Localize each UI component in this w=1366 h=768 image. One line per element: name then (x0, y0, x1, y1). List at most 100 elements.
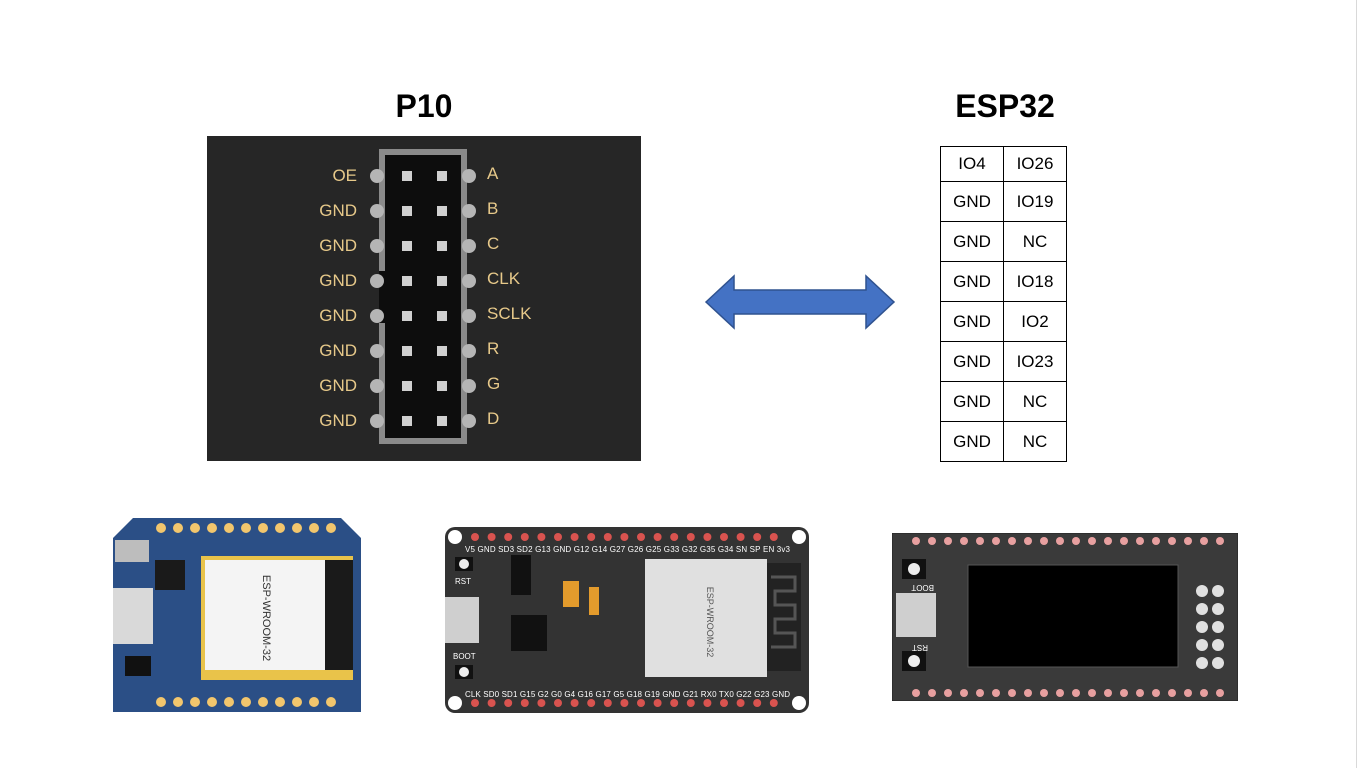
boot-button-cap (459, 667, 469, 677)
mini-header-pin (309, 523, 319, 533)
p10-connector-drawing (370, 149, 476, 444)
display-header-pin (944, 689, 952, 697)
display-header-pin (1040, 537, 1048, 545)
mounting-hole-icon (448, 530, 462, 544)
devkit-header-pin (637, 699, 645, 707)
page-edge-line (1356, 0, 1357, 768)
display-header-pin (1088, 537, 1096, 545)
display-header-pin (992, 537, 1000, 545)
mini-header-pin (275, 697, 285, 707)
mini-header-pin (292, 523, 302, 533)
pin-square (437, 241, 447, 251)
display-side-pin (1212, 585, 1224, 597)
pin-square (402, 241, 412, 251)
display-header-pin (1216, 537, 1224, 545)
pin-square (437, 171, 447, 181)
devkit-header-pin (686, 533, 695, 541)
devkit-header-pin (537, 533, 546, 541)
devkit-capacitor-icon (589, 587, 599, 615)
pin-square (437, 381, 447, 391)
devkit-usb-port-icon (439, 597, 479, 643)
pin-lead (462, 274, 476, 288)
p10-side-cell: IO4 (940, 146, 1004, 182)
p10-side-cell: GND (940, 301, 1004, 342)
esp32-gpio-cell: IO18 (1003, 261, 1067, 302)
p10-right-pin-label: G (487, 374, 501, 393)
pin-lead (370, 204, 384, 218)
p10-left-pin-label: GND (319, 376, 357, 395)
pin-lead (370, 414, 384, 428)
display-header-pin (912, 689, 920, 697)
rst-button-cap (459, 559, 469, 569)
p10-left-pin-label: GND (319, 236, 357, 255)
display-header-pin (1168, 537, 1176, 545)
p10-left-pin-label: GND (319, 306, 357, 325)
esp32-gpio-cell: IO26 (1003, 146, 1067, 182)
mounting-hole-icon (448, 696, 462, 710)
p10-left-pin-label: GND (319, 201, 357, 220)
mounting-hole-icon (792, 530, 806, 544)
devkit-header-pin (686, 699, 695, 707)
p10-right-pin-label: R (487, 339, 500, 358)
mini-header-pin (224, 523, 234, 533)
display-header-pin (928, 537, 936, 545)
devkit-header-pin (703, 699, 712, 707)
display-side-pin (1196, 639, 1208, 651)
devkit-header-pin (670, 533, 679, 541)
p10-side-cell: GND (940, 221, 1004, 262)
p10-right-pin-label: B (487, 199, 499, 218)
p10-side-cell: GND (940, 341, 1004, 382)
display-side-pin (1196, 603, 1208, 615)
mini-header-pin (190, 523, 200, 533)
display-header-pin (992, 689, 1000, 697)
devkit-header-pin (504, 533, 513, 541)
devkit-header-pin (653, 533, 662, 541)
devkit-header-pin (720, 699, 728, 707)
pin-lead (370, 344, 384, 358)
mini-header-pin (258, 697, 268, 707)
devkit-header-pin (603, 699, 612, 707)
display-side-pin (1196, 657, 1208, 669)
pin-square (402, 346, 412, 356)
display-header-pin (1104, 537, 1112, 545)
display-side-pin (1212, 621, 1224, 633)
pin-lead (370, 169, 384, 183)
display-header-pin (1088, 689, 1096, 697)
devkit-module-label: ESP-WROOM-32 (705, 587, 715, 658)
display-header-pin (976, 689, 984, 697)
pin-square (402, 416, 412, 426)
mini-header-pin (309, 697, 319, 707)
display-screen (967, 564, 1179, 668)
mini-usb-icon (115, 540, 149, 562)
display-header-pin (1200, 537, 1208, 545)
mini-antenna (325, 560, 353, 670)
pin-lead (370, 274, 384, 288)
pin-square (437, 346, 447, 356)
display-rst-label: RST (912, 643, 928, 652)
esp32-gpio-cell: NC (1003, 421, 1067, 462)
devkit-regulator-icon (511, 555, 531, 595)
display-header-pin (1024, 537, 1032, 545)
pin-square (402, 381, 412, 391)
display-rst-button-cap (908, 655, 920, 667)
mini-header-pin (224, 697, 234, 707)
devkit-header-pin (753, 699, 762, 707)
devkit-header-pin (720, 533, 728, 541)
mini-header-pin (326, 697, 336, 707)
devkit-header-pin (603, 533, 612, 541)
mini-header-pin (207, 697, 217, 707)
esp32-display-board: BOOT RST (891, 532, 1239, 706)
mini-regulator-icon (125, 656, 151, 676)
mini-header-pin (207, 523, 217, 533)
display-header-pin (1152, 537, 1160, 545)
display-header-pin (1104, 689, 1112, 697)
devkit-header-pin (554, 699, 562, 707)
mini-header-pin (241, 697, 251, 707)
esp32-gpio-cell: IO23 (1003, 341, 1067, 382)
devkit-header-pin (769, 699, 778, 707)
pin-lead (462, 379, 476, 393)
devkit-rst-label: RST (455, 577, 471, 586)
devkit-header-pin (703, 533, 712, 541)
